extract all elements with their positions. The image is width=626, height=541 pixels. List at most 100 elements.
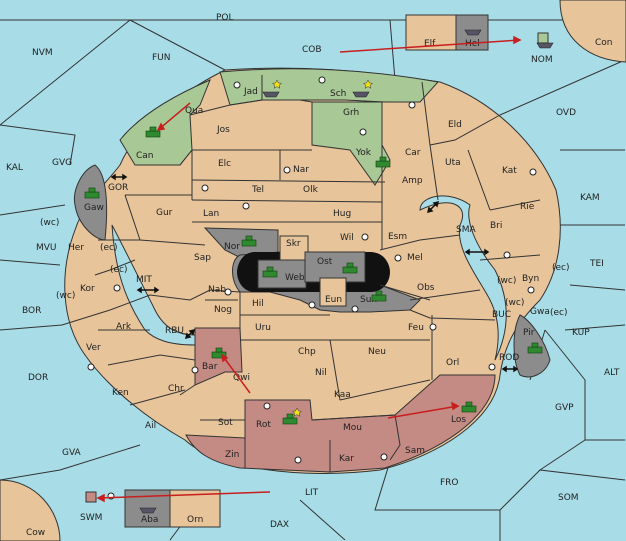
- sea-label: SWM: [80, 513, 102, 523]
- territory-label: Orn: [187, 515, 203, 525]
- territory-label: Feu: [408, 323, 424, 333]
- coast-label: (wc): [56, 291, 75, 301]
- territory-label: Mel: [407, 253, 423, 263]
- territory-label: Nor: [224, 242, 240, 252]
- territory-label: Kaa: [334, 390, 351, 400]
- sea-label: GOR: [108, 183, 128, 193]
- territory-label: Bar: [202, 362, 218, 372]
- territory-label: Bri: [490, 221, 502, 231]
- sea-label: GVG: [52, 158, 72, 168]
- inner-sea-sma: [419, 195, 507, 361]
- territory-label: Nar: [293, 165, 309, 175]
- territory-label: Ost: [317, 257, 333, 267]
- territory-label: Nog: [214, 305, 232, 315]
- fleet-icon: [139, 29, 554, 514]
- territory-label: Sch: [330, 89, 346, 99]
- territory-label: Kor: [80, 284, 95, 294]
- territory-label: Neu: [368, 347, 386, 357]
- territory-label: Orl: [446, 358, 459, 368]
- territory-label: Eun: [325, 295, 342, 305]
- sea-label: MIT: [136, 275, 152, 285]
- territory-label: Gur: [156, 208, 173, 218]
- sea-label: LIT: [305, 488, 319, 498]
- territory-label: Tel: [251, 185, 264, 195]
- coast-label: (ec): [100, 243, 118, 253]
- territory-label: Zin: [225, 450, 239, 460]
- coast-label: (ec): [550, 308, 568, 318]
- sea-label: FUN: [152, 53, 171, 63]
- territory-label: Wil: [340, 233, 354, 243]
- coast-label: (wc): [505, 298, 524, 308]
- territory-label: Sap: [194, 253, 211, 263]
- territory-label: Nab: [208, 285, 226, 295]
- territory-label: Los: [451, 415, 466, 425]
- territory-label: Elf: [424, 39, 436, 49]
- territory-label: Ail: [145, 421, 156, 431]
- territory-label: Ver: [86, 343, 101, 353]
- sea-label: KAM: [580, 193, 600, 203]
- nom-marker: [537, 32, 549, 44]
- territory-label: Esm: [388, 232, 407, 242]
- territory-label: Hel: [465, 39, 480, 49]
- territory-label: Nil: [315, 368, 327, 378]
- sea-label: TEI: [589, 259, 604, 269]
- sea-label: MVU: [36, 243, 57, 253]
- sea-label: NOM: [531, 55, 553, 65]
- territory-label: Hil: [252, 299, 264, 309]
- region-elf: [405, 14, 457, 51]
- sea-label: COB: [302, 45, 322, 55]
- territory-label: Chr: [168, 384, 184, 394]
- sea-label: DOR: [28, 373, 48, 383]
- land-labels: Elf Hel Jad Sch Qua Jos Grh Eld Can Yok …: [68, 39, 550, 525]
- territory-label: Gaw: [84, 203, 104, 213]
- territory-label: Skr: [286, 239, 301, 249]
- coast-label: (wc): [497, 276, 516, 286]
- coast-label: (ec): [552, 263, 570, 273]
- territory-label: Sot: [218, 418, 233, 428]
- sea-label: RBU: [165, 326, 184, 336]
- sea-label: KAL: [6, 163, 23, 173]
- territory-label: Jos: [216, 125, 230, 135]
- territory-label: Kat: [502, 166, 517, 176]
- sea-label: FRO: [440, 478, 459, 488]
- territory-label: Grh: [343, 108, 359, 118]
- region-can: [119, 79, 211, 166]
- island-interior-borders: [61, 75, 541, 472]
- sea-label: ROD: [499, 353, 519, 363]
- region-orn: [169, 489, 221, 528]
- territory-label: Gwa: [530, 307, 550, 317]
- army-icon: [84, 126, 543, 425]
- territory-label: Eld: [448, 120, 462, 130]
- supply-centers: [87, 76, 537, 500]
- territory-label: Rot: [256, 420, 271, 430]
- coast-label: (wc): [40, 218, 59, 228]
- sea-label: ALT: [604, 368, 620, 378]
- sea-label: SMA: [456, 225, 476, 235]
- region-gaw: [73, 164, 108, 241]
- territory-label: Car: [405, 148, 421, 158]
- territory-label: Qua: [185, 106, 203, 116]
- territory-label: Sam: [405, 446, 425, 456]
- canal-arrows: [110, 173, 519, 373]
- units: [84, 29, 554, 514]
- territory-label: Sun: [360, 295, 377, 305]
- territory-label: Chp: [298, 347, 316, 357]
- dislodged-star-icon: [271, 79, 374, 417]
- territory-label: Hug: [333, 209, 351, 219]
- territory-label: Her: [68, 243, 84, 253]
- territory-label: Yok: [355, 148, 372, 158]
- territory-label: Obs: [417, 283, 435, 293]
- territory-label: Qwi: [233, 373, 250, 383]
- territory-label: Olk: [303, 185, 319, 195]
- sea-label: Cow: [26, 528, 45, 538]
- territory-label: Ark: [116, 322, 132, 332]
- territory-label: Uru: [255, 323, 271, 333]
- sea-label: BUC: [492, 310, 511, 320]
- sea-labels: POL NVM FUN COB Con NOM OVD KAL GVG GOR …: [6, 13, 620, 538]
- region-con: [559, 0, 626, 63]
- sea-label: BOR: [22, 306, 41, 316]
- territory-label: Uta: [445, 158, 461, 168]
- territory-label: Amp: [402, 176, 423, 186]
- territory-label: Kar: [339, 454, 354, 464]
- sea-label: GVP: [555, 403, 574, 413]
